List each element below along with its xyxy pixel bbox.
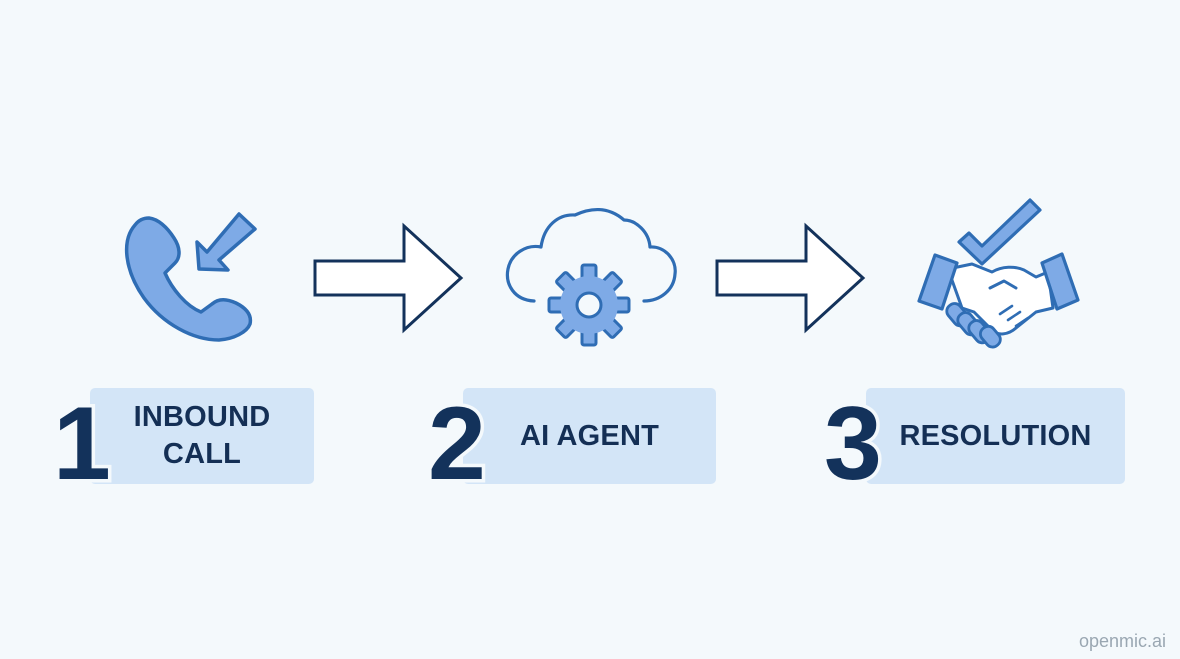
step-label-box: INBOUND CALL — [90, 388, 314, 484]
step-number: 1 — [50, 386, 115, 502]
handshake-check-icon — [917, 198, 1080, 349]
step-number: 3 — [821, 386, 886, 502]
step-label-line: INBOUND — [133, 401, 271, 433]
step-label-line: RESOLUTION — [899, 419, 1092, 452]
step-label-line: AI AGENT — [519, 419, 660, 452]
watermark: openmic.ai — [1078, 631, 1166, 651]
step-label: AI AGENT — [520, 418, 659, 455]
cloud-gear-icon — [505, 208, 677, 347]
step-number: 2 — [425, 386, 490, 502]
step-label-box: RESOLUTION — [866, 388, 1125, 484]
step-label: INBOUND CALL — [134, 399, 271, 473]
right-arrow-icon — [313, 222, 464, 334]
step-label-line: CALL — [162, 438, 242, 470]
step-label: RESOLUTION — [899, 418, 1091, 455]
gear-icon — [547, 263, 631, 347]
step-label-box: AI AGENT — [463, 388, 716, 484]
inbound-phone-call-icon — [124, 212, 257, 342]
right-arrow-icon — [715, 222, 866, 334]
